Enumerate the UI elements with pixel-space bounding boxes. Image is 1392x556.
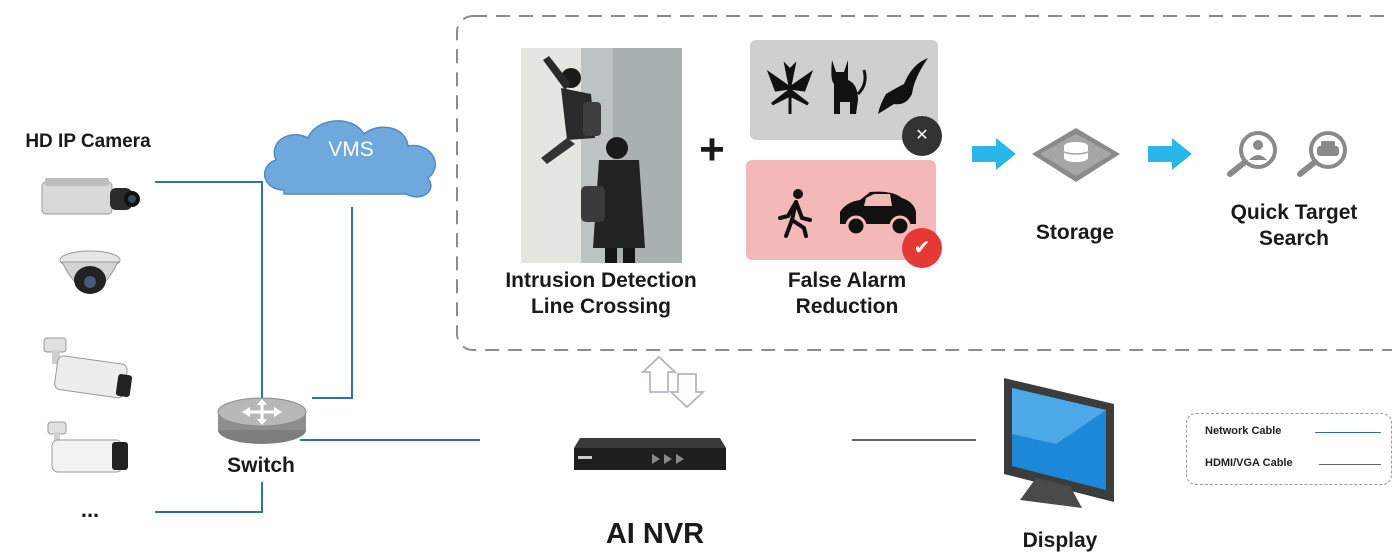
accepted-targets-panel: ✔ <box>746 160 942 268</box>
camera-switch-cable <box>155 181 263 398</box>
legend-hdmi-cable-line <box>1319 464 1381 465</box>
intrusion-line2: Line Crossing <box>530 295 672 319</box>
rejected-targets-panel: ✕ <box>750 40 942 156</box>
car-icon <box>840 191 916 237</box>
legend-network-cable-line <box>1315 432 1381 433</box>
box-camera-icon[interactable] <box>40 176 140 226</box>
bullet-camera-icon[interactable] <box>42 336 138 400</box>
router-switch-icon[interactable] <box>216 392 308 448</box>
display-label: Display <box>1022 529 1098 552</box>
accept-badge-icon: ✔ <box>902 228 942 268</box>
walking-person-icon <box>778 189 812 238</box>
intrusion-photo <box>521 48 682 263</box>
quick-search-line1: Quick Target <box>1230 201 1358 224</box>
intrusion-detection-label: Intrusion Detection Line Crossing <box>471 268 731 321</box>
quick-target-search-label: Quick Target Search <box>1206 200 1382 253</box>
monitor-icon[interactable] <box>996 374 1124 518</box>
reject-badge-icon: ✕ <box>902 116 942 156</box>
analytics-frame <box>456 15 1392 351</box>
bird-icon <box>878 58 928 114</box>
vms-switch-cable <box>312 207 353 399</box>
bullet-camera-small-icon[interactable] <box>46 420 132 482</box>
storage-label: Storage <box>1035 221 1115 244</box>
arrow-right-icon <box>972 138 1016 170</box>
legend: Network Cable HDMI/VGA Cable <box>1186 413 1392 485</box>
legend-network-cable-label: Network Cable <box>1205 425 1282 437</box>
legend-hdmi-cable-label: HDMI/VGA Cable <box>1205 457 1293 469</box>
vms-cloud-icon[interactable] <box>256 108 448 208</box>
nvr-label: AI NVR <box>605 518 705 550</box>
intrusion-line1: Intrusion Detection <box>505 269 697 292</box>
false-alarm-label: False Alarm Reduction <box>752 268 942 321</box>
nvr-device-icon[interactable] <box>570 426 730 478</box>
arrow-right-icon-2 <box>1148 138 1192 170</box>
storage-icon[interactable] <box>1028 124 1124 188</box>
false-alarm-line2: Reduction <box>795 295 899 319</box>
vehicle-search-icon[interactable] <box>1292 130 1356 178</box>
dome-camera-icon[interactable] <box>56 246 124 306</box>
person-search-icon[interactable] <box>1222 130 1286 178</box>
camera-bottom-cable <box>155 482 263 513</box>
cat-icon <box>831 60 867 114</box>
quick-search-line2: Search <box>1258 227 1330 251</box>
more-cameras-ellipsis: ... <box>80 497 100 522</box>
leaf-icon <box>766 61 814 114</box>
vms-label: VMS <box>328 138 374 161</box>
plus-sign: + <box>699 125 725 174</box>
exchange-arrows-icon <box>640 355 706 409</box>
false-alarm-line1: False Alarm <box>787 269 907 292</box>
camera-section-title: HD IP Camera <box>25 131 151 152</box>
switch-label: Switch <box>227 454 295 477</box>
